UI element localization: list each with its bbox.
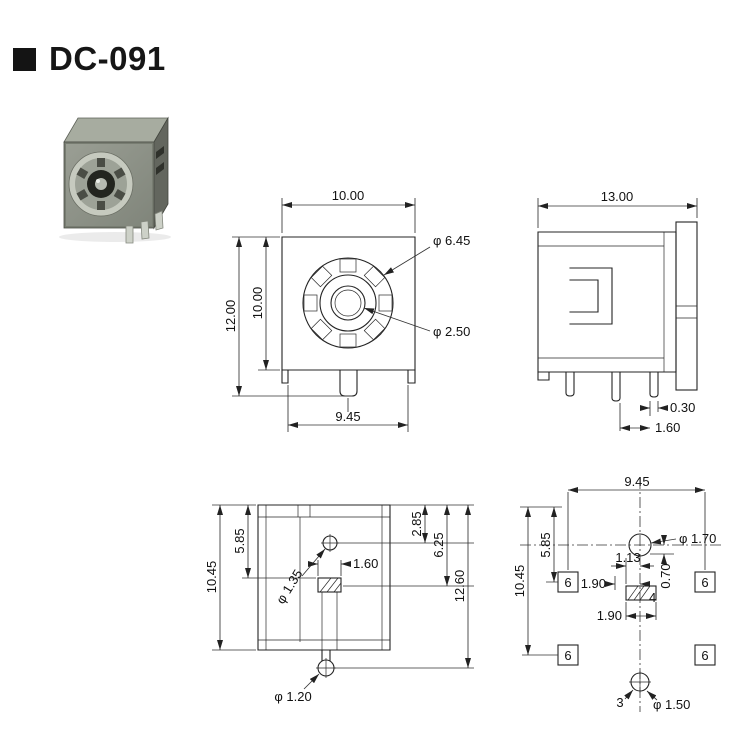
label-pin-number: 3 bbox=[616, 695, 623, 710]
title-block: DC-091 bbox=[13, 40, 166, 78]
front-dimensions: 10.00 12.00 10.00 9.45 φ 6.45 φ 2.50 bbox=[223, 188, 470, 432]
dim-offset-c: 0.70 bbox=[658, 563, 673, 588]
solder-legs bbox=[125, 210, 164, 244]
label-center-hole-diameter: φ 1.70 bbox=[679, 531, 716, 546]
label-pin-diameter: φ 2.50 bbox=[433, 324, 470, 339]
title-bullet-square bbox=[13, 47, 36, 71]
section-view: 10.45 5.85 φ 1.35 1.60 2.85 6.25 12.60 φ… bbox=[204, 504, 474, 704]
solder-pads: 6 6 6 6 bbox=[557, 571, 716, 666]
barrel-teeth bbox=[76, 158, 126, 210]
dim-pin-pitch: 1.60 bbox=[655, 420, 680, 435]
section-outline bbox=[257, 504, 391, 678]
dim-section-right-overall: 12.60 bbox=[452, 570, 467, 603]
dim-footprint-upper-left: 5.85 bbox=[538, 532, 553, 557]
label-outer-diameter: φ 6.45 bbox=[433, 233, 470, 248]
dim-offset-b: 1.90 bbox=[581, 576, 606, 591]
dim-section-right-top: 2.85 bbox=[409, 511, 424, 536]
side-outline bbox=[537, 221, 698, 402]
dim-section-height-left: 10.45 bbox=[204, 561, 219, 594]
jack-top-face bbox=[63, 117, 169, 143]
dim-section-upper-left: 5.85 bbox=[232, 528, 247, 553]
dim-offset-a: 1.13 bbox=[615, 550, 640, 565]
front-view: 10.00 12.00 10.00 9.45 φ 6.45 φ 2.50 bbox=[223, 188, 470, 432]
dim-side-width-top: 13.00 bbox=[601, 189, 634, 204]
pad-label: 6 bbox=[564, 648, 571, 663]
dim-footprint-height-left: 10.45 bbox=[512, 565, 527, 598]
dim-front-width-top: 10.00 bbox=[332, 188, 365, 203]
side-slot-icon bbox=[156, 146, 164, 159]
side-view: 13.00 0.30 1.60 bbox=[537, 189, 698, 435]
dim-front-width-bottom: 9.45 bbox=[335, 409, 360, 424]
footprint-dimensions: 9.45 5.85 10.45 φ 1.70 1.13 1.90 bbox=[512, 474, 716, 712]
barrel-key-teeth bbox=[303, 258, 393, 348]
front-outline bbox=[281, 236, 416, 397]
side-slot-icon bbox=[156, 162, 164, 175]
label-top-hole-diameter: φ 1.35 bbox=[273, 567, 306, 607]
part-number-title: DC-091 bbox=[49, 40, 166, 77]
dim-slot-label: 4 bbox=[649, 590, 656, 605]
dim-section-slot-width: 1.60 bbox=[353, 556, 378, 571]
pad-label: 6 bbox=[701, 575, 708, 590]
dim-section-right-mid: 6.25 bbox=[431, 532, 446, 557]
center-hole bbox=[628, 533, 652, 557]
product-photo bbox=[59, 116, 171, 244]
dim-front-height-overall: 12.00 bbox=[223, 300, 238, 333]
dim-footprint-width-top: 9.45 bbox=[624, 474, 649, 489]
pin-highlight bbox=[96, 179, 100, 183]
label-bottom-hole-diameter: φ 1.20 bbox=[274, 689, 311, 704]
pad-label: 6 bbox=[564, 575, 571, 590]
dim-slot-width: 1.90 bbox=[597, 608, 622, 623]
dim-pin-offset: 0.30 bbox=[670, 400, 695, 415]
side-dimensions: 13.00 0.30 1.60 bbox=[537, 189, 698, 435]
footprint-view: 6 6 6 6 9.45 5.85 10.45 φ 1.70 bbox=[512, 474, 722, 712]
pad-label: 6 bbox=[701, 648, 708, 663]
label-bottom-hole-diameter: φ 1.50 bbox=[653, 697, 690, 712]
dim-front-height-body: 10.00 bbox=[250, 287, 265, 320]
photo-shadow bbox=[59, 232, 171, 242]
section-dimensions: 10.45 5.85 φ 1.35 1.60 2.85 6.25 12.60 φ… bbox=[204, 504, 474, 704]
